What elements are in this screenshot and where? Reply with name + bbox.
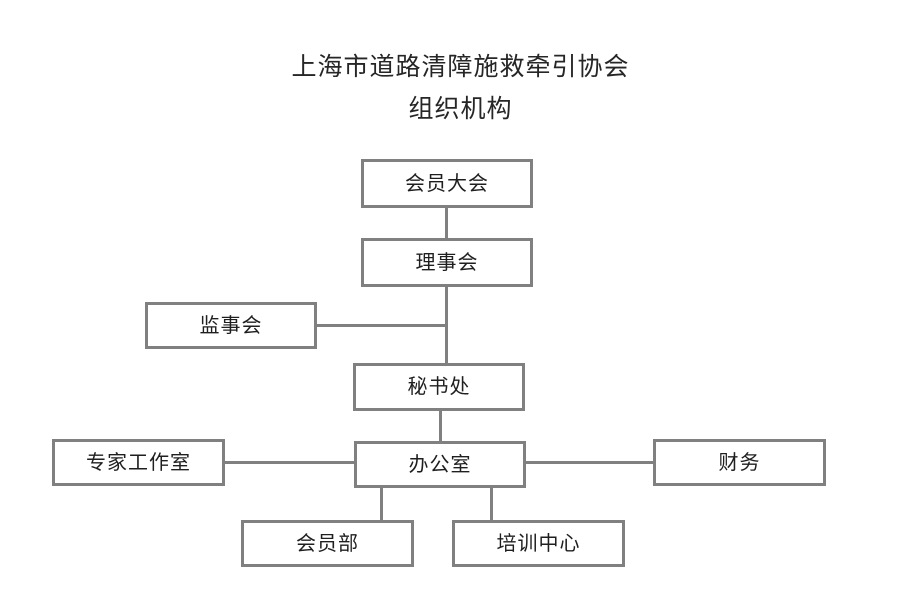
node-label-secretariat: 秘书处 [407, 374, 471, 398]
node-membership-dept[interactable]: 会员部 [241, 520, 414, 567]
node-office[interactable]: 办公室 [354, 441, 526, 488]
node-board-directors[interactable]: 理事会 [361, 238, 533, 287]
node-label-office: 办公室 [408, 451, 472, 476]
connector-office-to-expert-studio [223, 461, 357, 464]
connector-supervisors-to-spine [315, 324, 446, 327]
node-label-board-directors: 理事会 [415, 249, 479, 274]
connector-office-to-membership [380, 485, 383, 523]
node-label-membership-dept: 会员部 [296, 530, 359, 555]
node-label-members-assembly: 会员大会 [405, 170, 489, 195]
node-members-assembly[interactable]: 会员大会 [361, 159, 533, 208]
chart-title-line-2: 组织机构 [408, 94, 513, 123]
connector-office-to-training [490, 485, 493, 523]
connector-board-to-secretariat [445, 284, 448, 366]
node-label-training-center: 培训中心 [496, 530, 581, 555]
node-label-board-supervisors: 监事会 [199, 312, 263, 337]
node-expert-studio[interactable]: 专家工作室 [52, 439, 225, 486]
node-label-expert-studio: 专家工作室 [86, 449, 191, 474]
chart-title: 上海市道路清障施救牵引协会 组织机构 [0, 46, 921, 130]
node-label-finance: 财务 [718, 449, 761, 474]
node-secretariat[interactable]: 秘书处 [353, 363, 525, 411]
connector-assembly-to-board [445, 205, 448, 241]
node-finance[interactable]: 财务 [653, 439, 826, 486]
chart-title-line-1: 上海市道路清障施救牵引协会 [291, 52, 630, 81]
node-training-center[interactable]: 培训中心 [452, 520, 625, 567]
connector-secretariat-to-office [439, 408, 442, 444]
connector-office-to-finance [523, 461, 656, 464]
node-board-supervisors[interactable]: 监事会 [145, 302, 317, 349]
